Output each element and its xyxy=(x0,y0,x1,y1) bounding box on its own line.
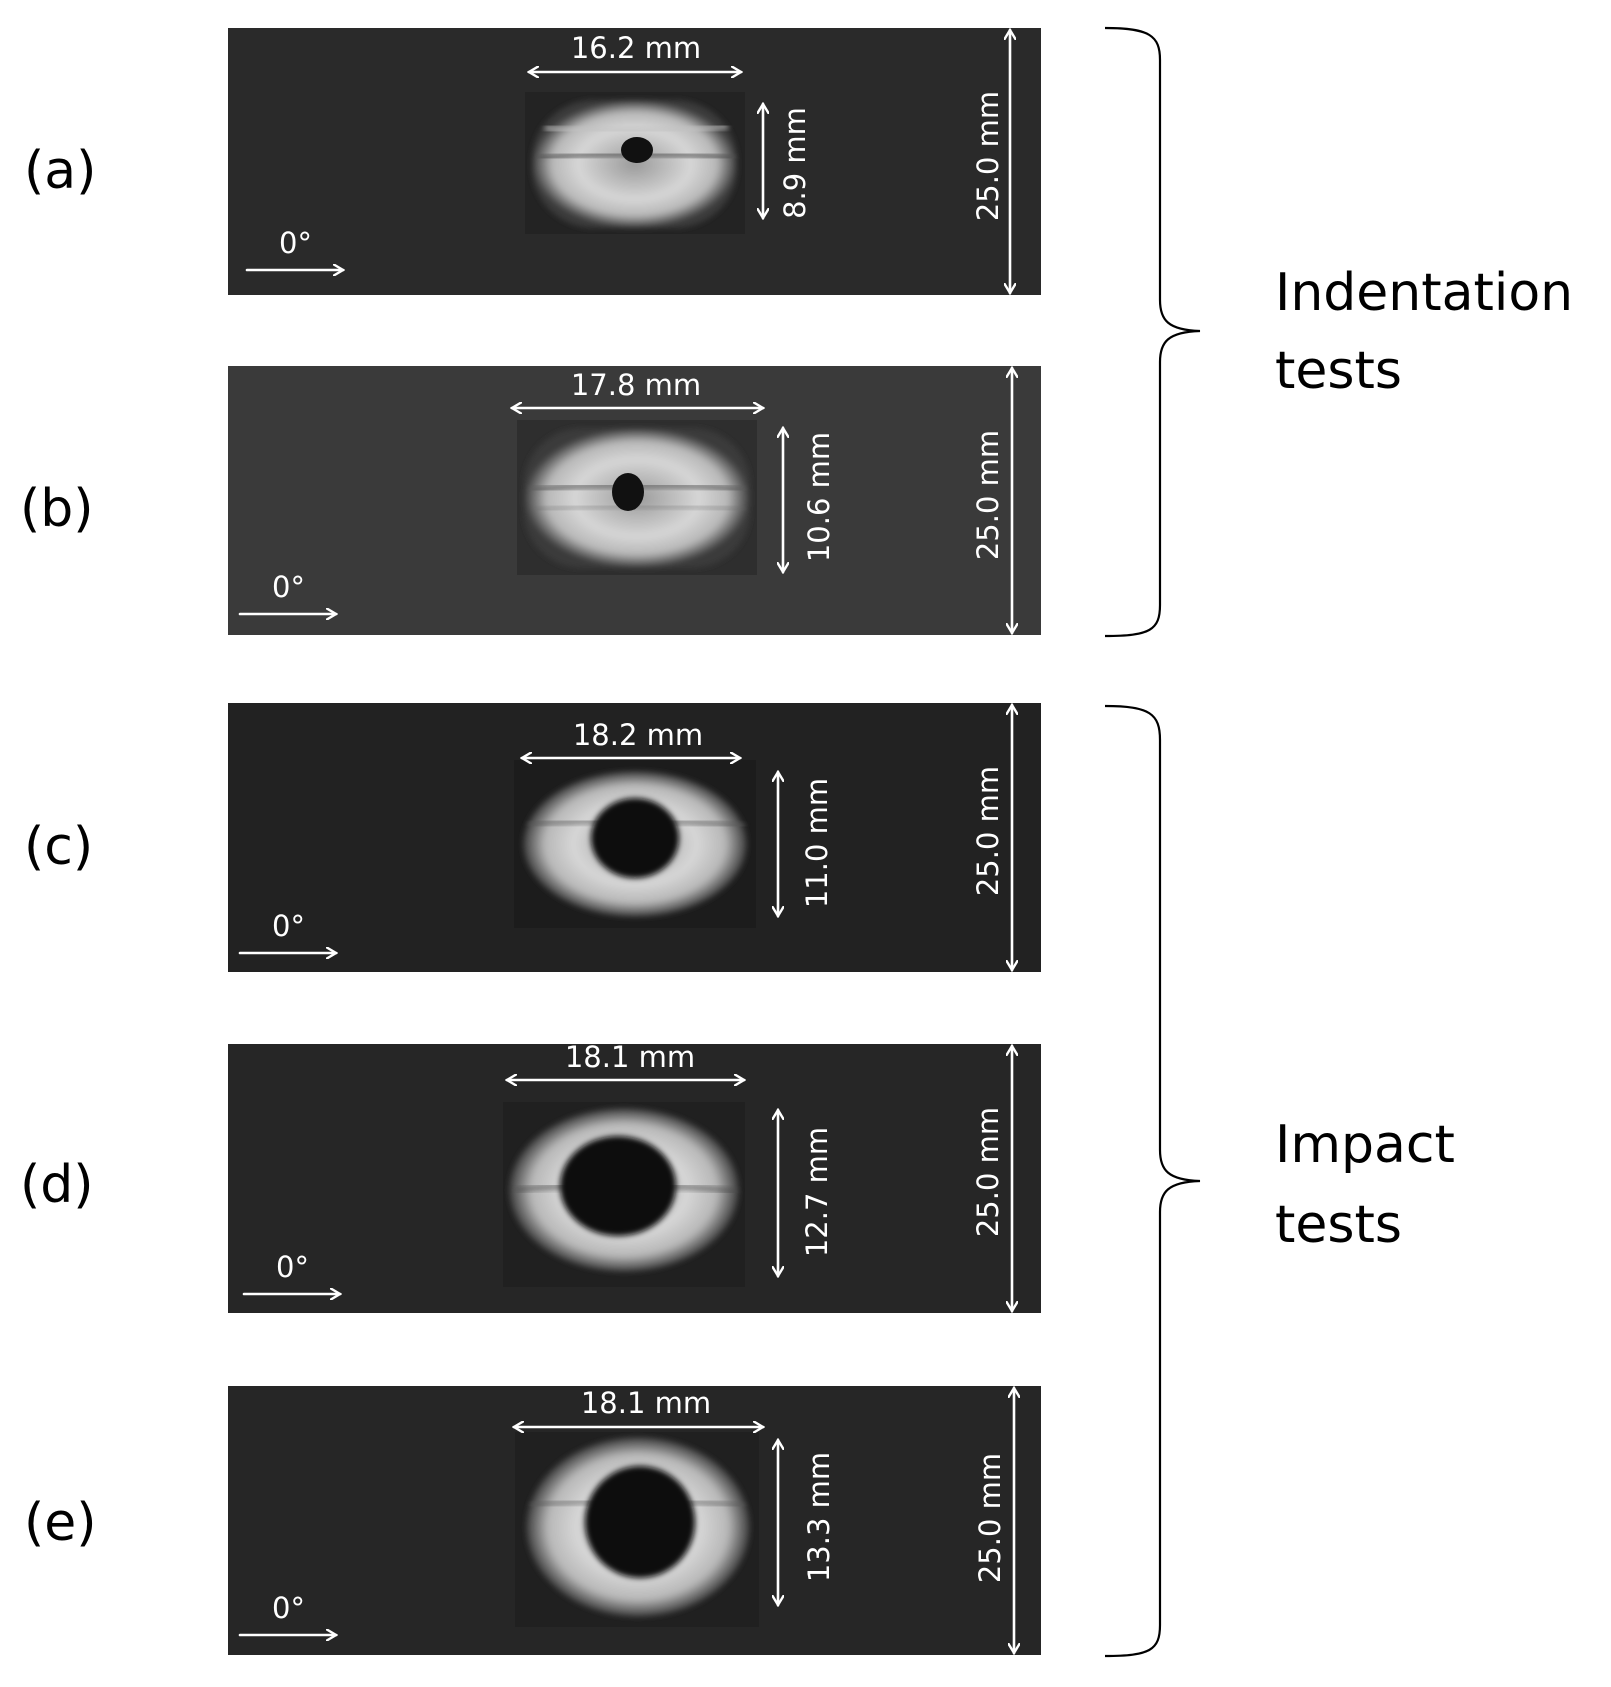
strip-width-label-e: 25.0 mm xyxy=(973,1453,1007,1583)
height-label-c: 11.0 mm xyxy=(800,778,834,908)
width-label-b: 17.8 mm xyxy=(571,368,701,402)
brace-indentation: Indentation tests xyxy=(1104,26,1573,638)
panel-d: (d) 18.1 mm 12.7 mm 25.0 mm 0° xyxy=(20,1040,1041,1313)
damage-image-b xyxy=(517,420,757,575)
panel-c: (c) 18.2 mm 11.0 mm 25.0 mm 0° xyxy=(24,703,1041,972)
damage-core-c xyxy=(591,798,679,878)
strip-width-label-b: 25.0 mm xyxy=(971,430,1005,560)
group-label-indentation-1: Indentation xyxy=(1275,263,1573,323)
indent-hole-b xyxy=(612,473,644,511)
orientation-label-c: 0° xyxy=(272,909,305,943)
damage-image-c xyxy=(514,760,756,928)
panel-label-b: (b) xyxy=(20,479,94,539)
strip-width-label-c: 25.0 mm xyxy=(971,766,1005,896)
damage-image-e xyxy=(515,1432,759,1627)
width-label-e: 18.1 mm xyxy=(581,1386,711,1420)
group-label-indentation-2: tests xyxy=(1275,341,1402,401)
orientation-label-a: 0° xyxy=(279,226,312,260)
strip-width-label-a: 25.0 mm xyxy=(971,91,1005,221)
height-label-d: 12.7 mm xyxy=(800,1127,834,1257)
panel-b: (b) 17.8 mm 10.6 mm 25.0 mm 0° xyxy=(20,366,1041,635)
panel-e: (e) 18.1 mm 13.3 mm 25.0 mm 0° xyxy=(24,1386,1041,1655)
panel-label-c: (c) xyxy=(24,817,93,877)
panel-label-d: (d) xyxy=(20,1155,94,1215)
group-label-impact-2: tests xyxy=(1275,1195,1402,1255)
group-label-impact-1: Impact xyxy=(1275,1115,1455,1175)
damage-image-d xyxy=(503,1102,745,1287)
orientation-label-d: 0° xyxy=(276,1250,309,1284)
panel-label-e: (e) xyxy=(24,1493,97,1553)
damage-core-d xyxy=(560,1136,676,1236)
panel-a: (a) 16.2 mm 8.9 mm 25.0 mm 0° xyxy=(24,28,1041,295)
brace-indentation-shape xyxy=(1104,26,1201,638)
brace-impact-shape xyxy=(1104,704,1201,1658)
orientation-label-e: 0° xyxy=(272,1591,305,1625)
damage-core-e xyxy=(585,1466,695,1578)
strip-width-label-d: 25.0 mm xyxy=(971,1107,1005,1237)
height-label-b: 10.6 mm xyxy=(802,432,836,562)
damage-image-a xyxy=(525,92,745,234)
panel-label-a: (a) xyxy=(24,141,96,201)
width-label-a: 16.2 mm xyxy=(571,31,701,65)
indent-hole-a xyxy=(621,137,653,163)
brace-impact: Impact tests xyxy=(1104,704,1455,1658)
height-label-e: 13.3 mm xyxy=(802,1452,836,1582)
width-label-d: 18.1 mm xyxy=(565,1040,695,1074)
orientation-label-b: 0° xyxy=(272,570,305,604)
height-label-a: 8.9 mm xyxy=(778,107,812,219)
width-label-c: 18.2 mm xyxy=(573,718,703,752)
